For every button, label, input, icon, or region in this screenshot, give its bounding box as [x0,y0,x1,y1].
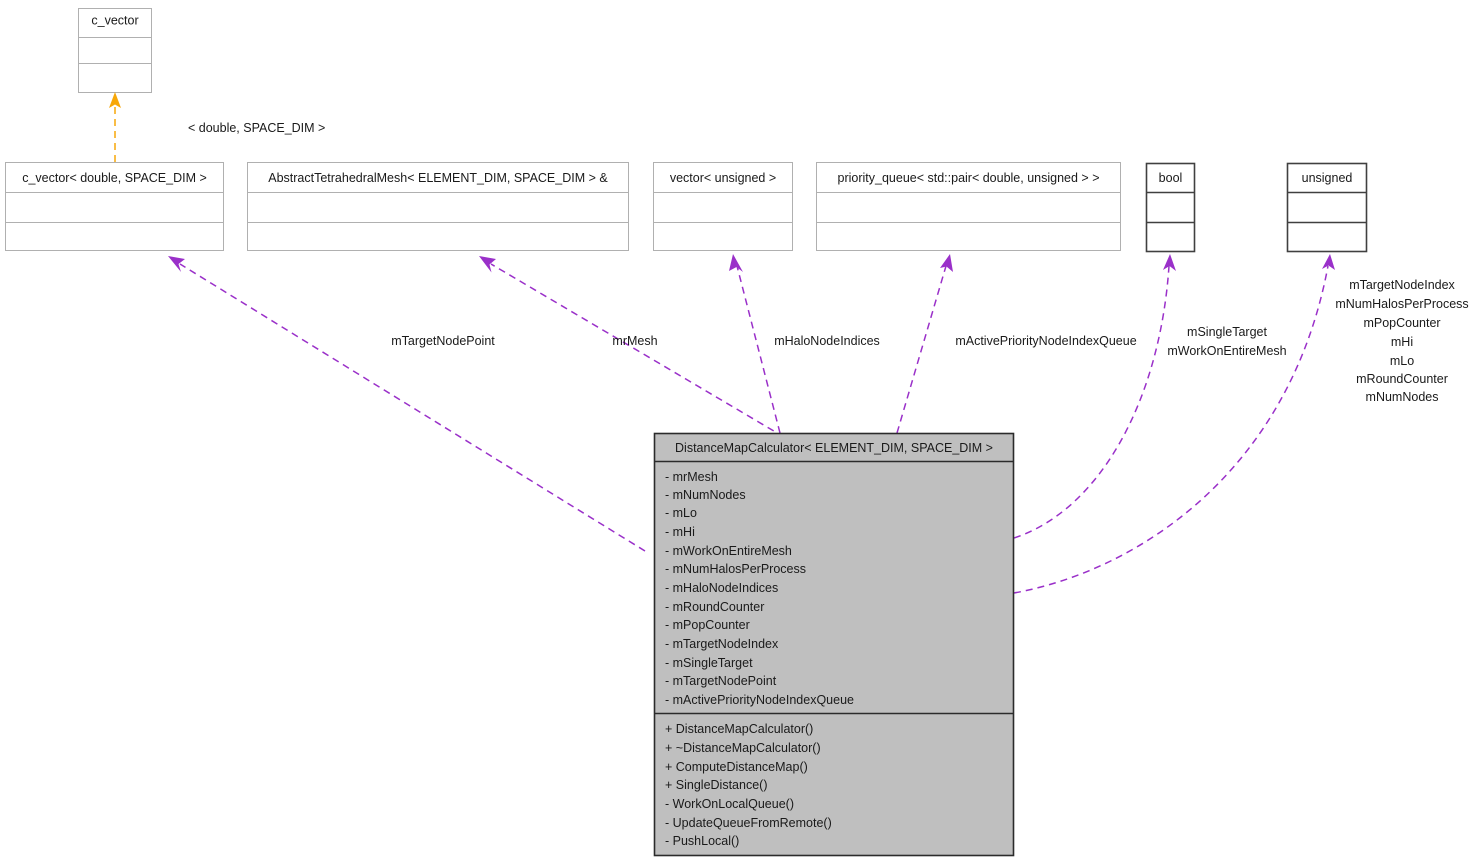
class-box-vector-unsigned[interactable]: vector< unsigned > [653,162,793,251]
attribute-row: - mTargetNodeIndex [665,637,779,651]
edge-bool-members: mSingleTarget mWorkOnEntireMesh [1013,254,1287,539]
edge-unsigned-members: mTargetNodeIndex mNumHalosPerProcess mPo… [1013,254,1469,594]
operation-row: + ~DistanceMapCalculator() [665,741,821,755]
edge-label-unsigned-member-4: mLo [1390,354,1414,368]
class-box-c-vector[interactable]: c_vector [78,8,152,93]
edge-label-unsigned-member-0: mTargetNodeIndex [1349,278,1455,292]
edge-label-m-halo-node-indices: mHaloNodeIndices [774,334,880,348]
edge-label-template-binding: < double, SPACE_DIM > [188,121,325,135]
class-box-abstract-tetrahedral-mesh[interactable]: AbstractTetrahedralMesh< ELEMENT_DIM, SP… [247,162,629,251]
attribute-row: - mHi [665,525,695,539]
edge-label-unsigned-member-1: mNumHalosPerProcess [1335,297,1468,311]
operation-row: - PushLocal() [665,834,739,848]
attribute-row: - mNumNodes [665,488,746,502]
attribute-row: - mPopCounter [665,618,750,632]
edge-label-mr-mesh: mrMesh [612,334,657,348]
operation-row: + ComputeDistanceMap() [665,760,808,774]
attribute-row: - mRoundCounter [665,600,764,614]
attribute-row: - mNumHalosPerProcess [665,562,806,576]
attribute-row: - mActivePriorityNodeIndexQueue [665,693,854,707]
edge-label-unsigned-member-3: mHi [1391,335,1413,349]
edge-label-unsigned-member-5: mRoundCounter [1356,372,1448,386]
class-box-priority-queue[interactable]: priority_queue< std::pair< double, unsig… [816,162,1121,251]
edge-label-unsigned-member-6: mNumNodes [1366,390,1439,404]
edge-m-target-node-point: mTargetNodePoint [168,256,646,552]
class-box-unsigned-title: unsigned [1302,171,1353,185]
edge-label-m-target-node-point: mTargetNodePoint [391,334,495,348]
edge-label-unsigned-member-2: mPopCounter [1363,316,1440,330]
class-box-bool[interactable]: bool [1145,162,1196,253]
attribute-row: - mLo [665,506,697,520]
operation-row: + SingleDistance() [665,778,767,792]
class-box-c-vector-double-space-dim[interactable]: c_vector< double, SPACE_DIM > [5,162,224,251]
attribute-row: - mSingleTarget [665,656,753,670]
class-box-vector-unsigned-title: vector< unsigned > [670,171,776,185]
operation-row: - UpdateQueueFromRemote() [665,816,832,830]
attribute-row: - mrMesh [665,470,718,484]
class-box-c-vector-title: c_vector [91,14,138,28]
edge-m-halo-node-indices: mHaloNodeIndices [729,254,880,434]
edge-label-bool-member-1: mWorkOnEntireMesh [1167,344,1286,358]
edge-template-binding: < double, SPACE_DIM > [109,92,325,162]
edge-m-active-priority-node-index-queue: mActivePriorityNodeIndexQueue [896,254,1137,434]
attribute-row: - mWorkOnEntireMesh [665,544,792,558]
class-box-distance-map-calculator-title: DistanceMapCalculator< ELEMENT_DIM, SPAC… [675,441,993,455]
class-box-abstract-tetrahedral-mesh-title: AbstractTetrahedralMesh< ELEMENT_DIM, SP… [268,171,608,185]
class-box-c-vector-double-space-dim-title: c_vector< double, SPACE_DIM > [22,171,207,185]
operation-row: - WorkOnLocalQueue() [665,797,794,811]
class-box-unsigned[interactable]: unsigned [1286,162,1368,253]
class-box-distance-map-calculator[interactable]: DistanceMapCalculator< ELEMENT_DIM, SPAC… [653,432,1015,857]
edge-mr-mesh: mrMesh [479,256,785,438]
operation-row: + DistanceMapCalculator() [665,722,813,736]
class-box-bool-title: bool [1159,171,1183,185]
edge-label-bool-member-0: mSingleTarget [1187,325,1267,339]
attribute-row: - mTargetNodePoint [665,674,777,688]
attribute-row: - mHaloNodeIndices [665,581,778,595]
edge-label-m-active-priority-node-index-queue: mActivePriorityNodeIndexQueue [955,334,1136,348]
class-box-priority-queue-title: priority_queue< std::pair< double, unsig… [838,171,1100,185]
